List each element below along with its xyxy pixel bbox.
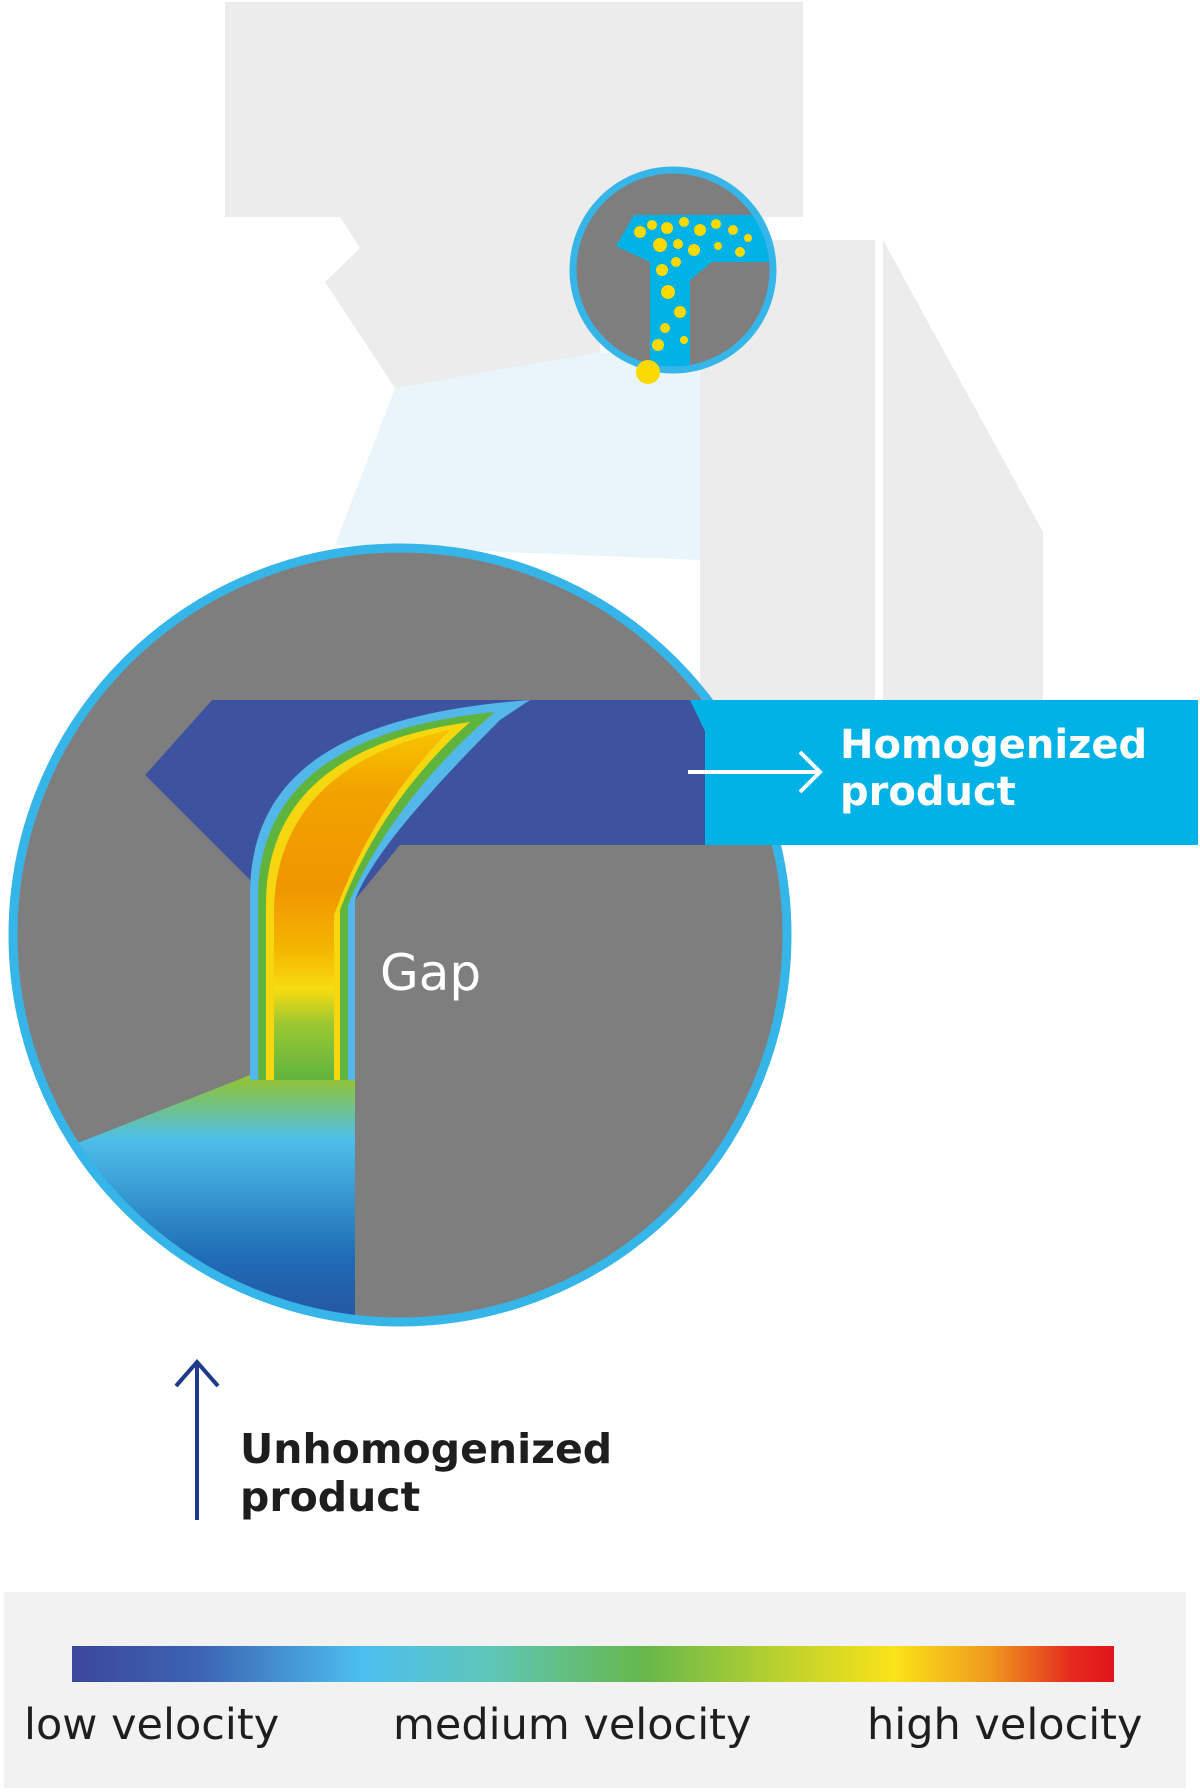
homogenized-line2: product <box>840 769 1016 816</box>
velocity-legend <box>4 1592 1186 1788</box>
unhomogenized-product-label: Unhomogenized product <box>240 1425 612 1522</box>
legend-low-velocity: low velocity <box>24 1700 280 1750</box>
gap-label: Gap <box>380 944 482 1002</box>
homogenizer-body <box>225 2 1043 700</box>
homogenized-line1: Homogenized <box>840 722 1148 768</box>
homogenized-product-label: Homogenized product <box>840 722 1147 816</box>
particles <box>634 217 752 351</box>
velocity-color-scale <box>72 1646 1114 1682</box>
falling-particle <box>636 360 660 384</box>
unhomogenized-line2: product <box>240 1473 421 1522</box>
legend-medium-velocity: medium velocity <box>393 1700 752 1750</box>
unhomogenized-arrow-icon <box>174 1358 220 1520</box>
flow-plume-core <box>274 730 450 1080</box>
valve-detail-circle <box>569 166 777 384</box>
unhomogenized-line1: Unhomogenized <box>240 1425 613 1473</box>
legend-high-velocity: high velocity <box>867 1700 1143 1750</box>
homogenized-arrow-icon <box>688 750 823 794</box>
left-valve-seat <box>13 775 250 1150</box>
